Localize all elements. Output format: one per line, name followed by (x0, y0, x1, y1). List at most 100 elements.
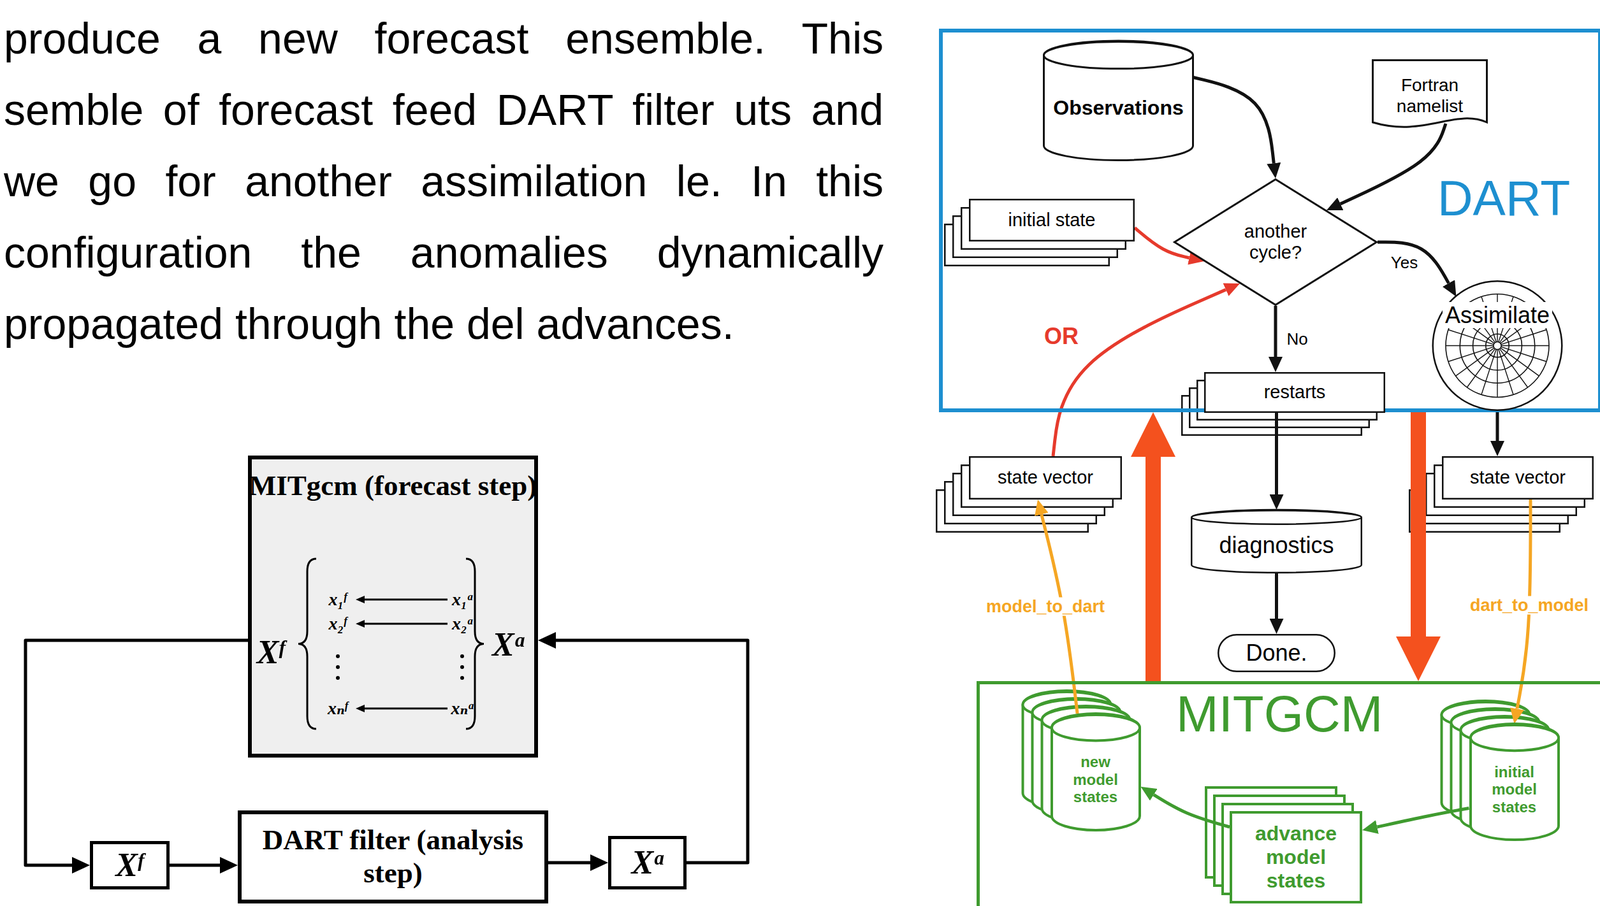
connector-arrow (1410, 412, 1426, 637)
state-box: Xᵃ (608, 836, 687, 890)
ensemble-symbol: Xᶠ (256, 636, 286, 670)
node-label: Xᵃ (631, 843, 663, 883)
ensemble-symbol: Xᵃ (492, 628, 524, 662)
connector-arrow (1274, 573, 1279, 619)
system-panel: DART Observations Fortran namelist initial … (938, 28, 1600, 413)
terminal-box: Done. (1217, 634, 1336, 673)
edge-label: model_to_dart (983, 597, 1108, 617)
connector-arrow (548, 861, 591, 866)
member-symbol: xₙᵃ (450, 699, 473, 718)
node-label: state vector (997, 467, 1094, 489)
body-text: produce a new forecast ensemble. This se… (3, 2, 884, 360)
connector-arrow (25, 640, 248, 866)
node-label: new model states (1060, 753, 1131, 807)
cyl-outline (1051, 713, 1140, 831)
member-arrow (364, 623, 448, 626)
choice-label: OR (1044, 325, 1079, 349)
node-outline (1430, 280, 1565, 412)
diamond-outline (1174, 179, 1377, 306)
node-label: diagnostics (1218, 532, 1334, 559)
connector-arrow (1274, 305, 1278, 357)
rect-outline (978, 683, 1600, 906)
connector-arrow (1053, 290, 1226, 457)
process-box: MITgcm (forecast step) (247, 455, 539, 758)
file-stack: state vector (968, 456, 1122, 500)
member-symbol: x₁ᵃ (451, 590, 473, 609)
file-stack: restarts (1204, 372, 1386, 414)
cyl-outline (1044, 40, 1194, 161)
node-label: Observations (1053, 96, 1184, 120)
data-store: diagnostics (1190, 509, 1363, 574)
node-label: restarts (1264, 381, 1326, 403)
ellipsis-dot (460, 676, 465, 681)
rect-outline (969, 199, 1135, 241)
member-symbol: xₙᶠ (327, 699, 349, 718)
ellipsis-dot (335, 676, 340, 681)
ellipsis-dot (460, 654, 465, 659)
rect-outline (940, 30, 1600, 411)
member-arrow (364, 708, 448, 711)
node-label: Fortran namelist (1381, 75, 1478, 117)
node-label: Done. (1245, 640, 1307, 667)
member-symbol: x₁ᶠ (328, 590, 347, 609)
node-label: initial model states (1479, 763, 1550, 817)
rect-outline (969, 457, 1122, 500)
connector-arrow (169, 864, 220, 868)
node-label: initial state (1007, 209, 1096, 231)
ellipsis-dot (335, 665, 340, 670)
ensemble-bracket (298, 559, 317, 730)
node-label: DART filter (analysis step) (237, 824, 549, 891)
connector-arrow (1340, 123, 1446, 204)
node-label: another cycle? (1227, 221, 1324, 264)
data-store: Observations (1042, 40, 1194, 162)
rect-outline (91, 843, 169, 889)
node-label: Assimilate (1442, 302, 1553, 329)
round-outline (1218, 634, 1335, 672)
ellipsis-dot (335, 654, 340, 659)
process-circle: Assimilate (1430, 280, 1565, 412)
rect-outline (1204, 372, 1385, 413)
connector-arrow (555, 640, 748, 864)
rect-outline (249, 457, 537, 757)
file-stack: initial state (968, 198, 1135, 242)
node-label: advance model states (1241, 822, 1351, 893)
connector-arrow (1376, 808, 1469, 827)
document-box: Fortran namelist (1371, 59, 1488, 133)
connector-arrow (1377, 242, 1449, 284)
file-stack: advance model states (1229, 811, 1363, 904)
panel-title: MITGCM (1176, 689, 1383, 741)
member-symbol: x₂ᵃ (451, 615, 473, 633)
panel-title: DART (1437, 174, 1571, 224)
file-stack: state vector (1441, 456, 1594, 500)
decision-diamond: another cycle? (1173, 178, 1378, 306)
member-symbol: x₂ᶠ (328, 615, 347, 633)
data-store: new model states (1050, 713, 1142, 832)
rect-outline (1230, 812, 1361, 903)
box-fill (247, 455, 539, 758)
node-label: Xᶠ (115, 846, 145, 885)
node-label: state vector (1469, 467, 1566, 489)
edge-label: dart_to_model (1467, 596, 1592, 616)
rect-outline (610, 838, 686, 889)
edge-label: No (1283, 330, 1310, 349)
state-box: Xᶠ (89, 841, 170, 890)
connector-arrow (1191, 77, 1274, 164)
system-panel: MITGCM new model states advance model stat… (976, 681, 1600, 906)
edge-label: Yes (1388, 253, 1421, 272)
connector-arrow (1496, 411, 1500, 442)
data-store: initial model states (1469, 724, 1560, 842)
process-box: DART filter (analysis step) (237, 810, 549, 904)
cyl-outline (1191, 509, 1362, 574)
connector-arrow (1153, 794, 1230, 828)
ellipsis-dot (460, 665, 465, 670)
connector-arrow (1145, 457, 1161, 682)
member-arrow (364, 599, 448, 602)
cyl-outline (1470, 724, 1559, 841)
note-outline (1373, 60, 1488, 128)
node-label: MITgcm (forecast step) (249, 469, 538, 503)
rect-outline (1442, 457, 1593, 500)
